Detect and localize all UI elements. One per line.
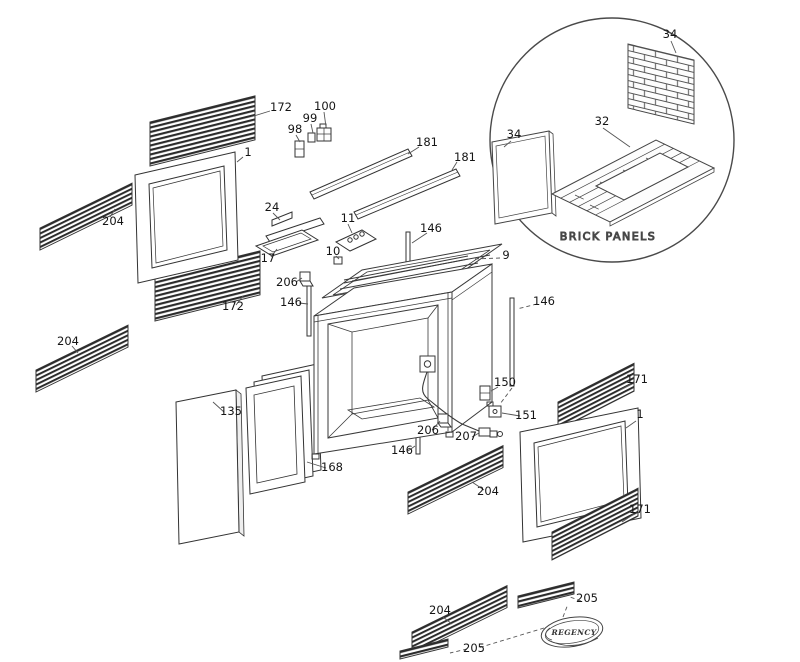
label-98: 98	[288, 122, 303, 136]
label-135: 135	[220, 404, 242, 418]
grille-strip-204-a	[39, 182, 133, 251]
logo-text: REGENCY	[550, 628, 596, 637]
gas-valve	[419, 355, 436, 373]
support-bar-181-a	[309, 148, 413, 200]
brick-floor-assembly-32	[550, 139, 716, 227]
part-labels: 172 100 99 98 1 181 181 204 24 11 17 10 …	[57, 27, 677, 655]
label-146-d: 146	[391, 443, 413, 457]
grille-171-b	[551, 487, 639, 561]
label-100: 100	[314, 99, 336, 113]
switch-box-100	[316, 123, 332, 142]
label-181-b: 181	[454, 150, 476, 164]
label-204-d: 204	[429, 603, 451, 617]
label-207: 207	[455, 429, 477, 443]
rod-146-b	[306, 285, 312, 337]
label-204-b: 204	[57, 334, 79, 348]
leader-lines	[71, 40, 677, 654]
label-205-a: 205	[576, 591, 598, 605]
clip-99	[307, 132, 316, 143]
side-panel-135	[175, 389, 245, 545]
label-181-a: 181	[416, 135, 438, 149]
regency-logo: REGENCY	[540, 616, 604, 648]
gas-line	[422, 371, 480, 432]
label-151: 151	[515, 408, 537, 422]
label-171-a: 171	[626, 372, 648, 386]
rod-9	[343, 255, 469, 284]
bracket-151	[488, 405, 502, 418]
label-24: 24	[265, 200, 280, 214]
label-34-side: 34	[507, 127, 522, 141]
inset-caption: BRICK PANELS	[560, 230, 657, 243]
bracket-98	[294, 140, 305, 158]
label-150: 150	[494, 375, 516, 389]
label-10: 10	[326, 244, 341, 258]
clip-10	[333, 256, 343, 265]
label-99: 99	[303, 111, 318, 125]
logo-swoosh	[547, 637, 599, 646]
grille-strip-204-c	[407, 444, 504, 515]
label-206-b: 206	[417, 423, 439, 437]
rod-146-c	[509, 297, 515, 387]
grille-171-a	[557, 362, 635, 431]
brick-panel-rear-34	[627, 43, 695, 125]
valve-assembly-207	[478, 427, 503, 438]
glass-assembly-168	[245, 363, 322, 495]
bracket-150	[479, 385, 491, 401]
label-17: 17	[261, 251, 276, 265]
label-1-right: 1	[636, 407, 643, 421]
label-34-rear: 34	[663, 27, 678, 41]
label-32: 32	[595, 114, 610, 128]
label-146-b: 146	[280, 295, 302, 309]
grille-strip-204-b	[35, 324, 129, 393]
label-146-c: 146	[533, 294, 555, 308]
trim-strip-205-a	[517, 581, 575, 609]
label-146-a: 146	[420, 221, 442, 235]
brick-panel-side-34	[491, 130, 557, 225]
label-11: 11	[341, 211, 356, 225]
trim-strip-205-b	[399, 638, 449, 660]
label-204-c: 204	[477, 484, 499, 498]
bracket-206-a	[299, 271, 314, 287]
inset-circle	[489, 17, 735, 263]
label-1-left: 1	[244, 145, 251, 159]
louver-panel-172-top	[149, 95, 256, 167]
label-168: 168	[321, 460, 343, 474]
label-172-top: 172	[270, 100, 292, 114]
brick-panels-inset: BRICK PANELS	[489, 17, 735, 263]
label-206-a: 206	[276, 275, 298, 289]
label-171-b: 171	[629, 502, 651, 516]
label-9: 9	[502, 248, 509, 262]
grille-strip-204-d	[411, 584, 508, 655]
pilot-assembly-11	[334, 229, 378, 252]
bracket-206-b	[437, 413, 452, 428]
label-205-b: 205	[463, 641, 485, 655]
tray-17	[254, 229, 320, 257]
bracket-24	[265, 211, 325, 243]
logo-flourish	[545, 627, 553, 641]
support-bar-181-b	[353, 168, 461, 220]
label-204-a: 204	[102, 214, 124, 228]
door-frame-1-left	[134, 151, 239, 284]
label-172-mid: 172	[222, 299, 244, 313]
